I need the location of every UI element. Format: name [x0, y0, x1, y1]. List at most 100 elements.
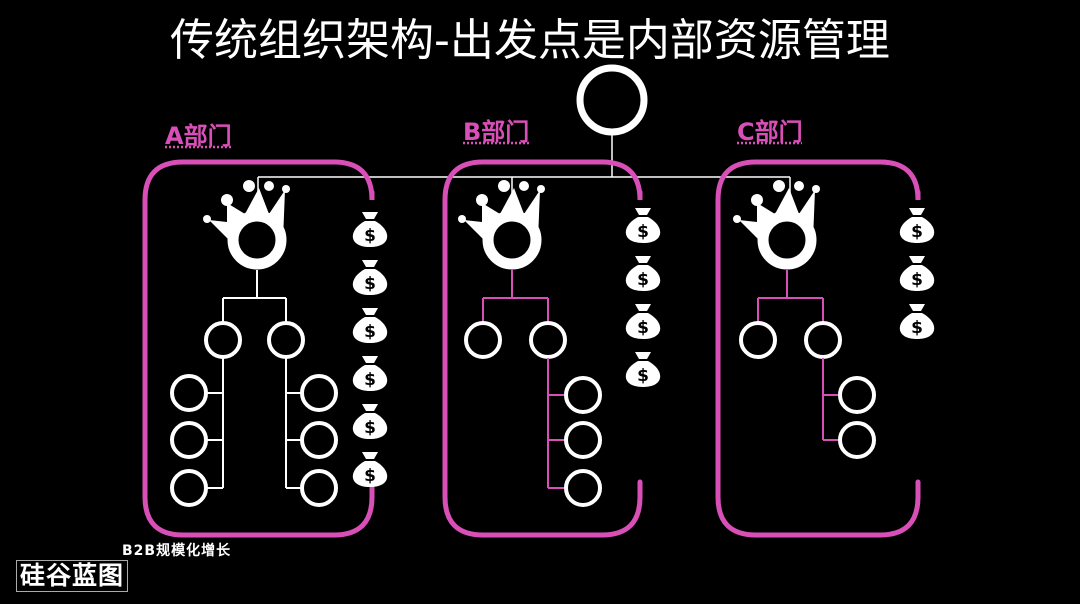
money-bag-top: [362, 404, 378, 411]
department-panel-border: [442, 159, 643, 538]
staff-node: [564, 376, 602, 414]
money-bag-body: [899, 217, 935, 243]
dollar-sign: $: [364, 322, 376, 342]
crown-jewel: [264, 181, 274, 191]
manager-node: [804, 321, 842, 359]
department-a: $ $ $ $ $ $: [142, 159, 388, 538]
crown-jewel: [203, 215, 211, 223]
crown-jewel: [476, 194, 488, 206]
money-bag-icon: $: [625, 208, 661, 243]
manager-node: [464, 321, 502, 359]
department-panel-border: [142, 159, 375, 538]
money-bag-icon: $: [899, 304, 935, 339]
money-bag-icon: $: [352, 260, 388, 295]
staff-node: [170, 374, 208, 412]
crown-jewel: [221, 194, 233, 206]
dollar-sign: $: [364, 418, 376, 438]
money-bag-top: [909, 208, 925, 215]
watermark-logo: 硅谷蓝图: [16, 560, 129, 592]
money-bag-icon: $: [899, 256, 935, 291]
crown-jewel: [458, 215, 466, 223]
department-panel-border: [715, 159, 921, 538]
money-bag-body: [352, 365, 388, 391]
dollar-sign: $: [364, 370, 376, 390]
dollar-sign: $: [637, 318, 649, 338]
money-bag-body: [625, 265, 661, 291]
top-leader-node: [576, 64, 648, 136]
staff-node: [300, 374, 338, 412]
money-bag-top: [635, 256, 651, 263]
crown-jewel: [751, 194, 763, 206]
money-bag-icon: $: [625, 352, 661, 387]
money-bag-top: [635, 208, 651, 215]
dollar-sign: $: [637, 270, 649, 290]
department-c: $ $ $: [715, 159, 935, 538]
money-bag-body: [352, 269, 388, 295]
money-bag-top: [362, 452, 378, 459]
crown-jewel: [733, 215, 741, 223]
money-bag-body: [352, 221, 388, 247]
money-bag-body: [899, 265, 935, 291]
money-bag-icon: $: [625, 304, 661, 339]
money-bag-top: [635, 304, 651, 311]
money-bag-top: [635, 352, 651, 359]
money-bag-icon: $: [899, 208, 935, 243]
money-bag-body: [625, 361, 661, 387]
money-bag-body: [352, 461, 388, 487]
dollar-sign: $: [911, 270, 923, 290]
department-head-node: [227, 210, 287, 270]
money-bag-icon: $: [625, 256, 661, 291]
money-bag-body: [899, 313, 935, 339]
dollar-sign: $: [364, 274, 376, 294]
crown-jewel: [537, 185, 545, 193]
crown-jewel: [519, 181, 529, 191]
dollar-sign: $: [364, 466, 376, 486]
dollar-sign: $: [637, 366, 649, 386]
money-bag-top: [909, 256, 925, 263]
dollar-sign: $: [911, 222, 923, 242]
money-bag-top: [362, 308, 378, 315]
dollar-sign: $: [364, 226, 376, 246]
dept-a-label: A部门: [165, 122, 232, 150]
money-bag-top: [909, 304, 925, 311]
dollar-sign: $: [637, 222, 649, 242]
crown-jewel: [498, 180, 510, 192]
crown-jewel: [282, 185, 290, 193]
money-bag-top: [362, 356, 378, 363]
dept-b-label: B部门: [463, 118, 530, 146]
dept-c-label: C部门: [737, 118, 803, 146]
money-bag-body: [625, 313, 661, 339]
money-bag-body: [352, 413, 388, 439]
money-bag-body: [352, 317, 388, 343]
staff-node: [564, 421, 602, 459]
manager-node: [204, 321, 242, 359]
staff-node: [564, 469, 602, 507]
department-head-node: [757, 210, 817, 270]
money-bag-top: [362, 260, 378, 267]
staff-node: [170, 421, 208, 459]
staff-node: [300, 421, 338, 459]
manager-node: [267, 321, 305, 359]
money-bag-top: [362, 212, 378, 219]
staff-node: [838, 421, 876, 459]
page-title: 传统组织架构-出发点是内部资源管理: [170, 15, 890, 66]
money-bag-icon: $: [352, 308, 388, 343]
money-bag-icon: $: [352, 452, 388, 487]
money-bag-body: [625, 217, 661, 243]
money-bag-icon: $: [352, 404, 388, 439]
crown-jewel: [243, 180, 255, 192]
money-bag-icon: $: [352, 212, 388, 247]
department-head-node: [482, 210, 542, 270]
money-bag-icon: $: [352, 356, 388, 391]
staff-node: [300, 469, 338, 507]
watermark-tagline: B2B规模化增长: [122, 543, 232, 559]
manager-node: [529, 321, 567, 359]
staff-node: [170, 469, 208, 507]
department-b: $ $ $ $: [442, 159, 661, 538]
crown-jewel: [773, 180, 785, 192]
crown-jewel: [812, 185, 820, 193]
dollar-sign: $: [911, 318, 923, 338]
staff-node: [838, 376, 876, 414]
